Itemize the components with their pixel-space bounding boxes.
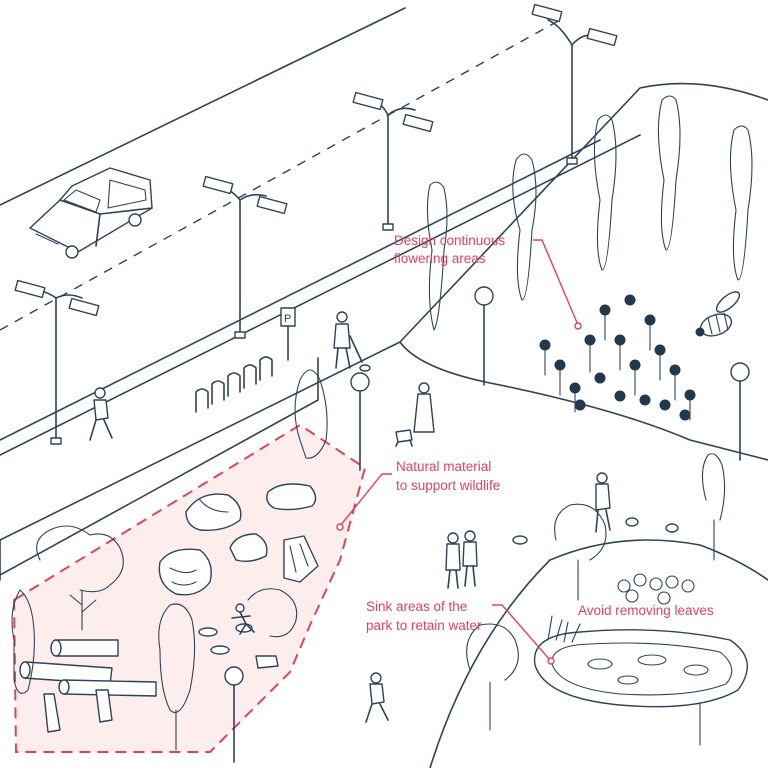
rocks — [158, 483, 319, 596]
woman-in-robe — [413, 382, 435, 433]
child-playing — [231, 603, 255, 635]
bee-icon — [695, 291, 741, 337]
trees-natural-area — [11, 369, 328, 751]
flower-bed — [539, 294, 696, 421]
jogger-sidewalk — [89, 387, 113, 441]
street-lamp-1 — [531, 3, 618, 165]
people — [89, 311, 679, 723]
street-lamp-3 — [202, 175, 288, 339]
low-wall — [0, 357, 319, 576]
street-lamp-2 — [352, 91, 434, 231]
lower-right-park — [429, 453, 768, 768]
pond — [533, 615, 748, 708]
post-lamp-3 — [730, 362, 750, 461]
parking-sign-letter: P — [284, 313, 291, 325]
jogger-path — [365, 672, 389, 723]
annotation-leaders — [336, 239, 582, 665]
bike-rack — [195, 356, 273, 413]
label-sink-line1: Sink areas of the — [366, 599, 467, 614]
label-flowering-line2: flowering areas — [394, 251, 486, 266]
label-leaves: Avoid removing leaves — [578, 603, 714, 618]
couple — [445, 530, 478, 589]
label-natural-line1: Natural material — [396, 459, 491, 474]
park-edge — [0, 82, 768, 581]
annotation-labels: Design continuous flowering areas Natura… — [366, 233, 714, 633]
van — [29, 167, 153, 259]
leader-sink — [492, 604, 551, 661]
poplar-trees — [426, 95, 753, 331]
person-with-dogs — [512, 472, 679, 545]
label-natural-line2: to support wildlife — [396, 478, 500, 493]
label-sink-line2: park to retain water — [366, 618, 482, 633]
logs — [19, 639, 157, 733]
label-flowering-line1: Design continuous — [394, 233, 505, 248]
leader-natural — [339, 473, 392, 527]
street-lamp-4 — [14, 279, 100, 445]
dog — [395, 429, 413, 447]
parking-sign: P — [280, 307, 296, 361]
leader-flowering — [533, 239, 579, 326]
post-lamp-2 — [350, 372, 370, 471]
walker-with-dog — [333, 311, 371, 372]
post-lamp-4 — [224, 666, 244, 763]
post-lamp-1 — [474, 286, 494, 386]
